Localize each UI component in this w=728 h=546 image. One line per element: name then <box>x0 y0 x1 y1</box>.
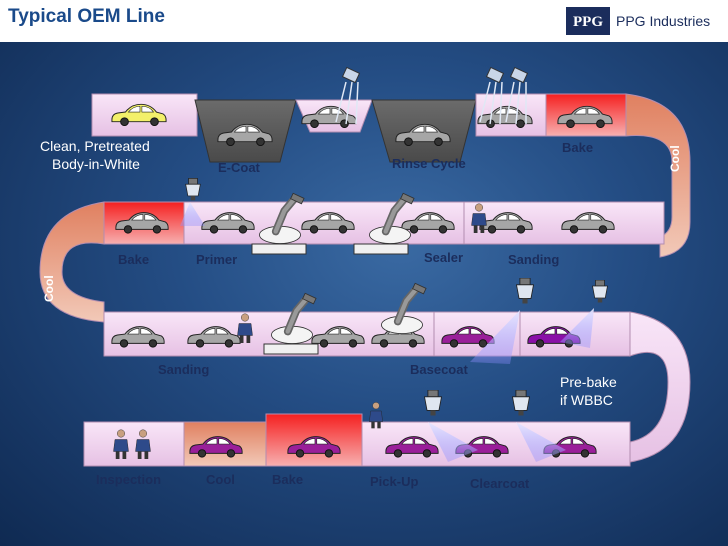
label-primer: Primer <box>196 252 238 267</box>
label-bake-bottom: Bake <box>272 472 304 487</box>
label-basecoat: Basecoat <box>410 362 468 377</box>
label-cool-bottom: Cool <box>206 472 235 487</box>
row-4-figures <box>113 390 566 462</box>
rinse-sprayers <box>335 66 529 125</box>
svg-text:PPG: PPG <box>573 14 603 30</box>
label-rinse-cycle: Rinse Cycle <box>392 156 466 171</box>
label-prebake-line2: if WBBC <box>560 392 613 408</box>
label-cool-left: Cool <box>42 275 56 302</box>
basecoat-robot-2-icon <box>381 283 426 333</box>
label-cool-right: Cool <box>668 145 682 172</box>
row-1-track <box>91 93 691 258</box>
label-clean-line2: Body-in-White <box>52 156 140 172</box>
row-2-robots <box>180 178 487 255</box>
primer-spray-gun-icon <box>185 178 201 201</box>
label-clean-line1: Clean, Pretreated <box>40 138 150 154</box>
label-bake-top: Bake <box>562 140 594 155</box>
row-2-track <box>39 201 665 323</box>
label-pickup: Pick-Up <box>370 474 419 489</box>
label-sanding-top: Sanding <box>508 252 560 267</box>
label-prebake-line1: Pre-bake <box>560 374 617 390</box>
basecoat-bell-icon <box>516 278 534 304</box>
clearcoat-bell-1-icon <box>424 390 442 416</box>
clearcoat-bell-2-icon <box>512 390 530 416</box>
label-sealer: Sealer <box>424 250 464 265</box>
ppg-logo-icon: PPG <box>566 7 610 35</box>
oem-line-diagram <box>39 66 691 467</box>
company-name: PPG Industries <box>616 13 711 29</box>
label-bake-mid: Bake <box>118 252 150 267</box>
page-title: Typical OEM Line <box>8 6 165 27</box>
label-inspection: Inspection <box>96 472 162 487</box>
company-logo: PPG PPG Industries <box>566 6 726 36</box>
label-sanding-mid: Sanding <box>158 362 210 377</box>
label-ecoat: E-Coat <box>218 160 260 175</box>
row-3-robots <box>237 278 608 364</box>
label-clearcoat: Clearcoat <box>470 476 530 491</box>
prebake-gun-icon <box>592 280 608 303</box>
